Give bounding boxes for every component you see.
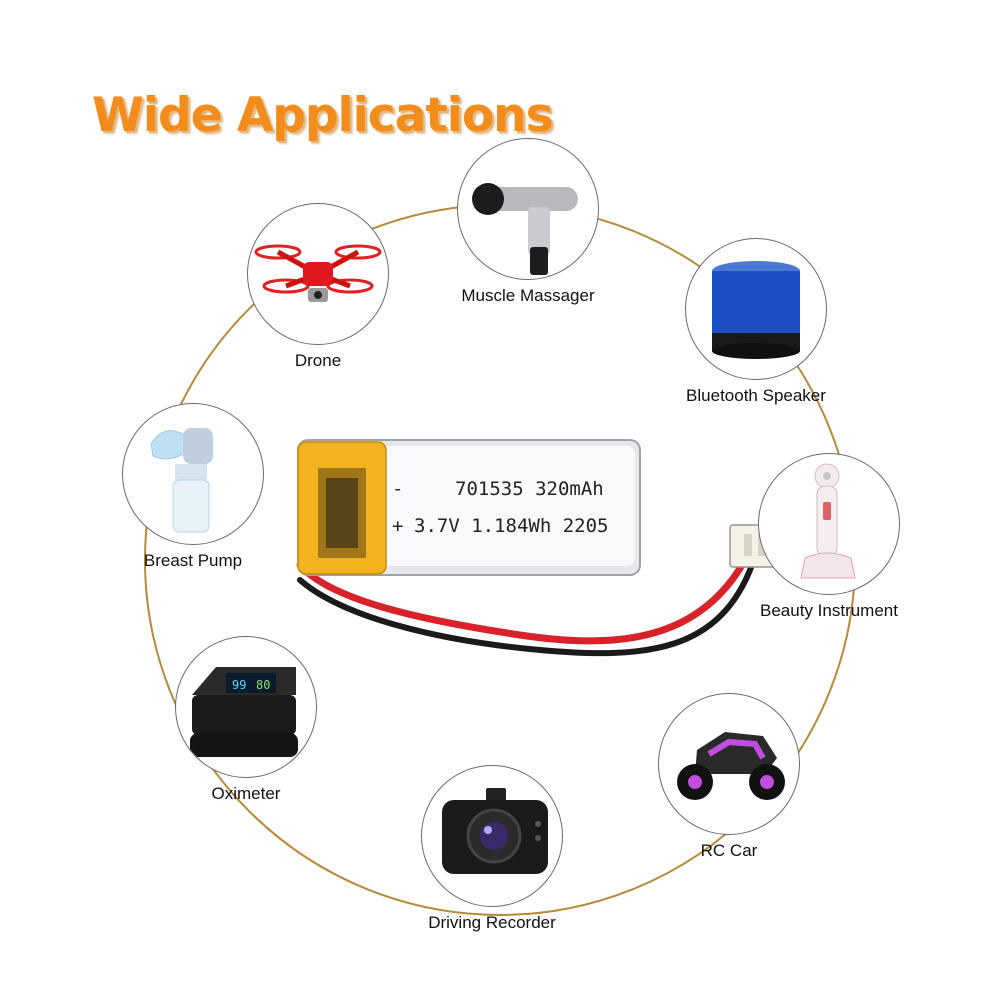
battery-plus: + [392, 515, 403, 537]
battery-model: 701535 320mAh [455, 478, 604, 500]
red-wire [296, 556, 749, 645]
label-breast-pump: Breast Pump [143, 551, 243, 570]
app-drone: Drone [218, 203, 418, 371]
app-beauty-instrument: Beauty Instrument [729, 453, 929, 621]
label-bluetooth-speaker: Bluetooth Speaker [686, 386, 826, 405]
speaker-icon [685, 238, 827, 380]
oximeter-spo2: 99 [232, 678, 246, 692]
dashcam-icon [421, 765, 563, 907]
black-wire [297, 562, 755, 657]
app-muscle-massager: Muscle Massager [428, 138, 628, 306]
oximeter-icon: 99 80 [175, 636, 317, 778]
app-oximeter: 99 80 Oximeter [146, 636, 346, 804]
beauty-device-icon [758, 453, 900, 595]
app-bluetooth-speaker: Bluetooth Speaker [656, 238, 856, 406]
massage-gun-icon [457, 138, 599, 280]
app-rc-car: RC Car [629, 693, 829, 861]
label-beauty-instrument: Beauty Instrument [760, 601, 898, 620]
label-driving-recorder: Driving Recorder [428, 913, 556, 932]
label-rc-car: RC Car [700, 841, 758, 860]
breast-pump-icon [122, 403, 264, 545]
rc-car-icon [658, 693, 800, 835]
app-breast-pump: Breast Pump [93, 403, 293, 571]
battery-spec: 3.7V 1.184Wh 2205 [414, 515, 608, 537]
drone-icon [247, 203, 389, 345]
label-oximeter: Oximeter [211, 784, 281, 803]
app-driving-recorder: Driving Recorder [392, 765, 592, 933]
label-drone: Drone [294, 351, 342, 370]
page-title: Wide Applications [92, 88, 554, 143]
battery-minus: - [392, 478, 403, 500]
label-muscle-massager: Muscle Massager [461, 286, 595, 305]
oximeter-pulse: 80 [256, 678, 270, 692]
